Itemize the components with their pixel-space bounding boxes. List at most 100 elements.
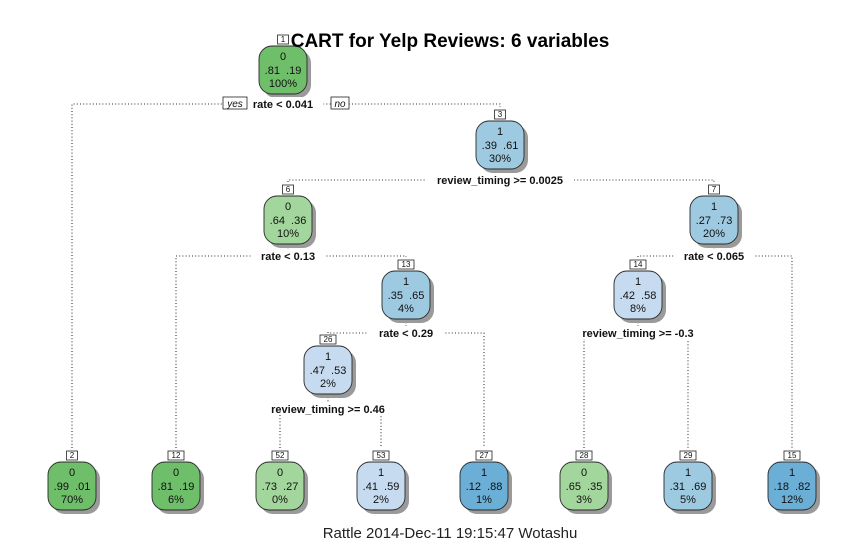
- edge-13: [327, 332, 485, 448]
- split-label-bg-14: [569, 326, 707, 339]
- node-pct-26: 2%: [320, 378, 336, 390]
- chart-title: CART for Yelp Reviews: 6 variables: [291, 31, 610, 52]
- tree-node-12: 120.81 .196%: [151, 450, 204, 514]
- edge-7: [637, 255, 793, 448]
- node-probs-15: .18 .82: [774, 481, 811, 493]
- node-number-box-3: [494, 109, 506, 120]
- split-label-6: rate < 0.13: [261, 251, 315, 263]
- node-number-box-14: [629, 259, 647, 270]
- node-cls-27: 1: [481, 467, 487, 479]
- node-cls-52: 0: [277, 467, 283, 479]
- node-pct-15: 12%: [781, 494, 803, 506]
- node-number-box-28: [575, 450, 593, 461]
- node-number-box-2: [66, 450, 78, 461]
- split-label-14: review_timing >= -0.3: [582, 328, 693, 340]
- node-pct-2: 70%: [61, 494, 83, 506]
- node-box-14: [613, 270, 663, 320]
- edge-26: [279, 408, 382, 448]
- node-probs-14: .42 .58: [620, 290, 657, 302]
- node-number-52: 52: [276, 451, 285, 460]
- node-pct-14: 8%: [630, 303, 646, 315]
- node-pct-27: 1%: [476, 494, 492, 506]
- tree-node-27: 27 1 .12 .881%: [459, 450, 512, 514]
- node-cls-3: 1: [497, 126, 503, 138]
- node-cls-28: 0: [581, 467, 587, 479]
- node-number-box-6: [282, 184, 294, 195]
- node-box-52: [255, 461, 305, 511]
- node-number-2: 2: [70, 451, 75, 460]
- node-probs-27: .12 .88: [466, 481, 503, 493]
- node-number-box-15: [783, 450, 801, 461]
- tree-node-28: 28 0 .65 .353%: [559, 450, 612, 514]
- node-number-26: 26: [324, 335, 333, 344]
- node-number-14: 14: [634, 260, 643, 269]
- node-number-6: 6: [286, 185, 291, 194]
- node-number-29: 29: [684, 451, 693, 460]
- tree-edges: [71, 94, 793, 448]
- node-pct-3: 30%: [489, 153, 511, 165]
- node-pct-7: 20%: [703, 228, 725, 240]
- node-box-3: [475, 120, 525, 170]
- node-number-box-26: [319, 334, 337, 345]
- node-pct-28: 3%: [576, 494, 592, 506]
- node-probs-2: .99 .01: [54, 481, 91, 493]
- node-pct-6: 10%: [277, 228, 299, 240]
- node-number-28: 28: [580, 451, 589, 460]
- branch-no-label: no: [334, 99, 346, 110]
- node-number-box-52: [271, 450, 289, 461]
- node-number-3: 3: [498, 110, 503, 119]
- node-number-53: 53: [377, 451, 386, 460]
- node-number-box-29: [679, 450, 697, 461]
- node-box-27: [459, 461, 509, 511]
- split-label-bg-6: [250, 249, 326, 262]
- node-box-53: [356, 461, 406, 511]
- node-pct-1: 100%: [269, 78, 297, 90]
- node-number-1: 1: [281, 35, 286, 44]
- edge-1: [71, 103, 501, 448]
- node-cls-15: 1: [789, 467, 795, 479]
- split-label-bg-3: [425, 173, 575, 186]
- tree-node-26: 26 1 .47 .532%: [303, 334, 356, 398]
- tree-node-52: 520.73 .270%: [255, 450, 308, 514]
- node-number-12: 12: [172, 451, 181, 460]
- node-number-box-13: [397, 259, 415, 270]
- node-probs-7: .27 .73: [696, 215, 733, 227]
- edge-14: [583, 332, 689, 448]
- node-number-box-1: [277, 34, 289, 45]
- split-label-bg-26: [259, 402, 397, 415]
- node-cls-1: 0: [280, 51, 286, 63]
- node-probs-28: .65 .35: [566, 481, 603, 493]
- node-cls-6: 0: [285, 201, 291, 213]
- node-number-15: 15: [788, 451, 797, 460]
- node-box-28: [559, 461, 609, 511]
- node-number-box-7: [708, 184, 720, 195]
- node-box-12: [151, 461, 201, 511]
- node-pct-52: 0%: [272, 494, 288, 506]
- edge-6: [175, 255, 407, 448]
- node-cls-7: 1: [711, 201, 717, 213]
- split-label-13: rate < 0.29: [379, 328, 433, 340]
- node-box-26: [303, 345, 353, 395]
- node-cls-26: 1: [325, 351, 331, 363]
- node-pct-12: 6%: [168, 494, 184, 506]
- branch-yes-label: yes: [226, 99, 243, 110]
- node-number-27: 27: [480, 451, 489, 460]
- node-probs-3: .39 .61: [482, 140, 519, 152]
- branch-yes-box: [222, 96, 248, 110]
- node-number-box-53: [372, 450, 390, 461]
- node-box-15: [767, 461, 817, 511]
- node-pct-53: 2%: [373, 494, 389, 506]
- tree-node-29: 291.31 .695%: [663, 450, 716, 514]
- node-cls-14: 1: [635, 276, 641, 288]
- node-probs-1: .81 .19: [265, 65, 302, 77]
- node-probs-26: .47 .53: [310, 365, 347, 377]
- node-cls-53: 1: [378, 467, 384, 479]
- split-label-1: rate < 0.041: [253, 99, 313, 111]
- node-number-13: 13: [402, 260, 411, 269]
- node-box-2: [47, 461, 97, 511]
- node-box-29: [663, 461, 713, 511]
